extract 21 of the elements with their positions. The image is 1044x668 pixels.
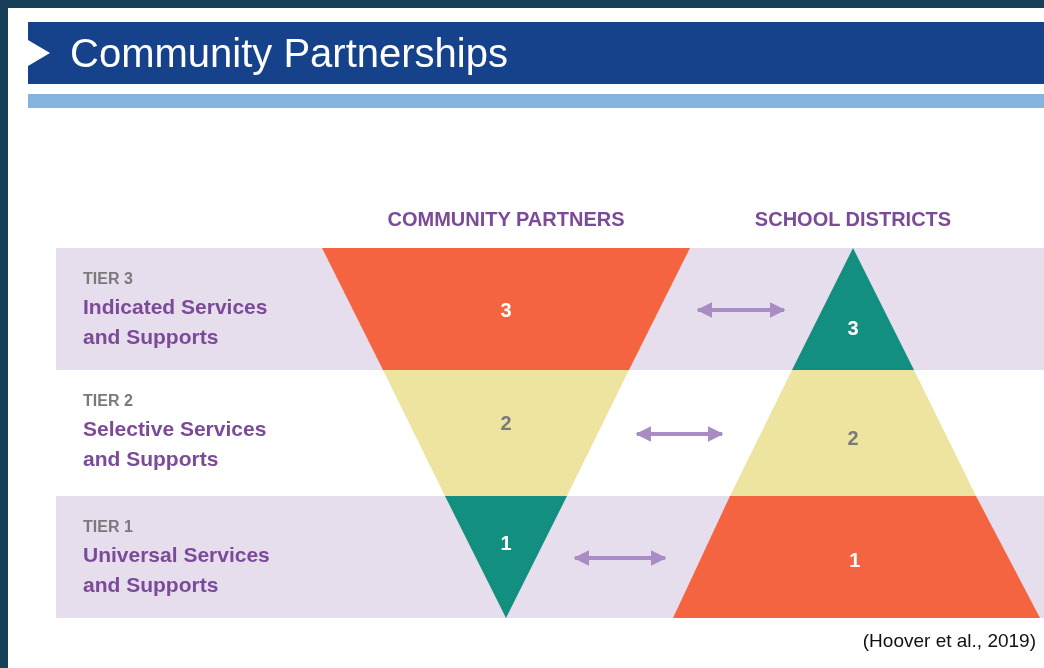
slide-title: Community Partnerships xyxy=(70,30,508,76)
tier-heading: Universal Services and Supports xyxy=(83,542,271,598)
double-arrow xyxy=(635,426,724,442)
double-arrow xyxy=(696,302,786,318)
tier-number: TIER 3 xyxy=(83,270,134,288)
tier-level-number: 3 xyxy=(500,298,512,322)
tier-level-number: 1 xyxy=(500,531,512,555)
tier-heading: Selective Services and Supports xyxy=(83,416,268,472)
tier-heading: Indicated Services and Supports xyxy=(83,294,269,350)
column-header: SCHOOL DISTRICTS xyxy=(753,208,953,231)
double-arrow xyxy=(573,550,667,566)
tier-band xyxy=(56,496,1044,618)
tier-level-number: 2 xyxy=(847,426,859,450)
tier-number: TIER 2 xyxy=(83,392,134,410)
tier-number: TIER 1 xyxy=(83,518,134,536)
tier-band xyxy=(56,248,1044,370)
citation: (Hoover et al., 2019) xyxy=(862,630,1036,652)
column-header: COMMUNITY PARTNERS xyxy=(386,208,626,231)
tier-level-number: 2 xyxy=(500,411,512,435)
tier-level-number: 3 xyxy=(847,316,859,340)
tier-level-number: 1 xyxy=(849,548,861,572)
